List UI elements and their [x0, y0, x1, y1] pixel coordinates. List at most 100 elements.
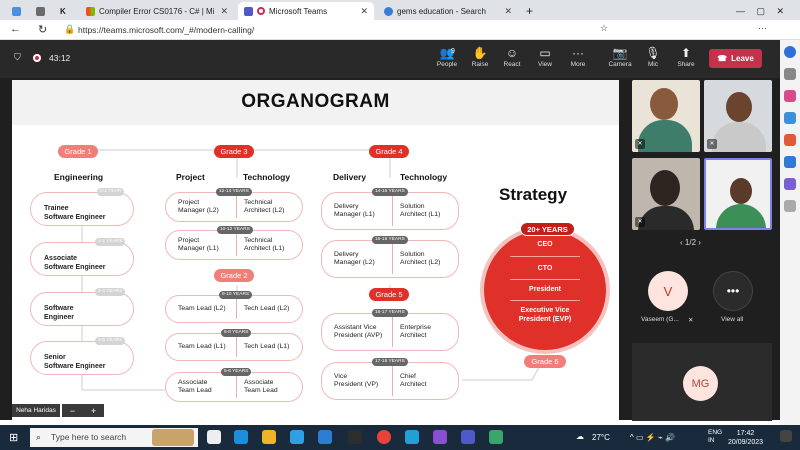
office-icon[interactable]: [784, 134, 796, 146]
language-indicator[interactable]: ENG IN: [708, 429, 723, 444]
tray-icons[interactable]: ^ ▭ ⚡ ⌁ 🔊: [630, 433, 675, 442]
lock-icon[interactable]: 🔒: [64, 24, 76, 34]
view-button[interactable]: ▭View: [530, 45, 560, 68]
react-button[interactable]: ☺React: [497, 45, 527, 68]
years-badge: 0-1 YEAR: [97, 188, 125, 196]
divider: [236, 337, 237, 357]
tab-teams[interactable]: Microsoft Teams ✕: [238, 2, 374, 20]
role-right: Tech Lead (L1): [244, 343, 290, 350]
zoom-out-button[interactable]: −: [69, 405, 76, 416]
share-button[interactable]: ⬆Share: [671, 45, 701, 68]
tab-compiler-error[interactable]: Compiler Error CS0176 - C# | Mi✕: [80, 2, 234, 20]
star-icon[interactable]: ☆: [600, 23, 609, 33]
view-icon: ▭: [539, 46, 551, 60]
back-icon[interactable]: ←: [10, 23, 21, 35]
header-project: Project: [176, 172, 205, 182]
role-title: Software Engineer: [44, 305, 74, 321]
pair-pm-l1: Project Manager (L1)Technical Architect …: [165, 230, 303, 260]
mail-icon[interactable]: [290, 430, 304, 444]
add-icon[interactable]: [784, 200, 796, 212]
video-tile-3[interactable]: ✕: [632, 158, 700, 230]
role-left: Associate Team Lead: [178, 379, 212, 394]
app-icon[interactable]: [489, 430, 503, 444]
store-icon[interactable]: [348, 430, 362, 444]
recording-icon: [33, 54, 41, 62]
role-right: Associate Team Lead: [244, 379, 278, 394]
years-badge: 5-6 YEARS: [221, 368, 252, 376]
weather-icon[interactable]: ☁: [576, 432, 584, 441]
tools-icon[interactable]: [784, 90, 796, 102]
video-tile-2[interactable]: ✕: [704, 80, 772, 152]
avatar-self: MG: [683, 366, 718, 401]
drop-icon[interactable]: [784, 178, 796, 190]
years-badge: 15-16 YEARS: [372, 236, 408, 244]
refresh-icon[interactable]: ↻: [38, 24, 48, 36]
mic-off-icon: ✕: [635, 139, 645, 149]
slide-title: ORGANOGRAM: [241, 91, 390, 112]
minimize-icon[interactable]: —: [736, 6, 745, 16]
role-left: Project Manager (L2): [178, 199, 219, 214]
pair-vp: Vice President (VP)Chief Architect: [321, 362, 459, 400]
more-button[interactable]: ···More: [563, 45, 593, 68]
bing-icon[interactable]: [784, 46, 796, 58]
role-president: President: [529, 286, 561, 293]
edge-icon[interactable]: [234, 430, 248, 444]
task-view-icon[interactable]: [207, 430, 221, 444]
close-window-icon[interactable]: ✕: [776, 5, 784, 16]
avatar-vaseem[interactable]: V: [648, 271, 688, 311]
windows-start-icon[interactable]: ⊞: [9, 432, 19, 444]
new-tab-button[interactable]: +: [526, 4, 534, 18]
search-icon[interactable]: [784, 68, 796, 80]
outlook-icon[interactable]: [784, 156, 796, 168]
chrome-icon[interactable]: [377, 430, 391, 444]
close-icon[interactable]: ✕: [220, 5, 228, 16]
role-right: Technical Architect (L1): [244, 237, 285, 252]
pair-associate-team-lead: Associate Team Lead Associate Team Lead: [165, 372, 303, 402]
header-engineering: Engineering: [54, 172, 104, 182]
role-software-engineer: Software Engineer: [30, 292, 134, 326]
leave-button[interactable]: ☎Leave: [709, 49, 762, 68]
tab-2[interactable]: [30, 2, 52, 20]
zoom-in-button[interactable]: +: [90, 405, 97, 416]
teams-icon[interactable]: [461, 430, 475, 444]
search-icon: ⌕: [36, 432, 42, 442]
video-tile-1[interactable]: ✕: [632, 80, 700, 152]
person-body: [716, 204, 766, 228]
prev-page-icon[interactable]: ‹: [680, 238, 685, 247]
divider: [392, 366, 393, 396]
close-icon[interactable]: ✕: [504, 5, 512, 16]
people-button[interactable]: 👥People: [432, 45, 462, 68]
taskbar: ⊞ Type here to search ⌕ ☁ 27°C ^ ▭ ⚡ ⌁ 🔊…: [0, 425, 800, 450]
role-left: Assistant Vice President (AVP): [334, 324, 383, 339]
skype-icon[interactable]: [405, 430, 419, 444]
weather-temp[interactable]: 27°C: [592, 433, 610, 442]
raise-hand-button[interactable]: ✋Raise: [465, 45, 495, 68]
role-right: Solution Architect (L2): [400, 251, 441, 266]
divider: [510, 300, 580, 301]
tab-search[interactable]: gems education - Search✕: [378, 2, 518, 20]
next-page-icon[interactable]: ›: [696, 238, 701, 247]
outlook-icon[interactable]: [318, 430, 332, 444]
tab-label: Microsoft Teams: [269, 6, 328, 16]
visual-studio-icon[interactable]: [433, 430, 447, 444]
mic-button[interactable]: 🎙Mic: [638, 45, 668, 68]
more-icon[interactable]: ···: [758, 23, 767, 33]
games-icon[interactable]: [784, 112, 796, 124]
more-icon: ···: [572, 46, 584, 60]
divider: [510, 279, 580, 280]
close-icon[interactable]: ✕: [360, 5, 368, 16]
tab-1[interactable]: [6, 2, 28, 20]
maximize-icon[interactable]: ▢: [756, 5, 765, 16]
role-associate: Associate Software Engineer: [30, 242, 134, 276]
file-explorer-icon[interactable]: [262, 430, 276, 444]
notification-icon[interactable]: [780, 430, 792, 442]
role-right: Tech Lead (L2): [244, 305, 290, 312]
video-tile-4-speaking[interactable]: [704, 158, 772, 230]
divider: [236, 299, 237, 319]
url-field[interactable]: https://teams.microsoft.com/_#/modern-ca…: [78, 25, 255, 35]
camera-button[interactable]: 📷Camera: [605, 45, 635, 68]
tab-3[interactable]: K: [54, 2, 76, 20]
role-title: Associate Software Engineer: [44, 255, 106, 271]
view-all-button[interactable]: •••: [713, 271, 753, 311]
